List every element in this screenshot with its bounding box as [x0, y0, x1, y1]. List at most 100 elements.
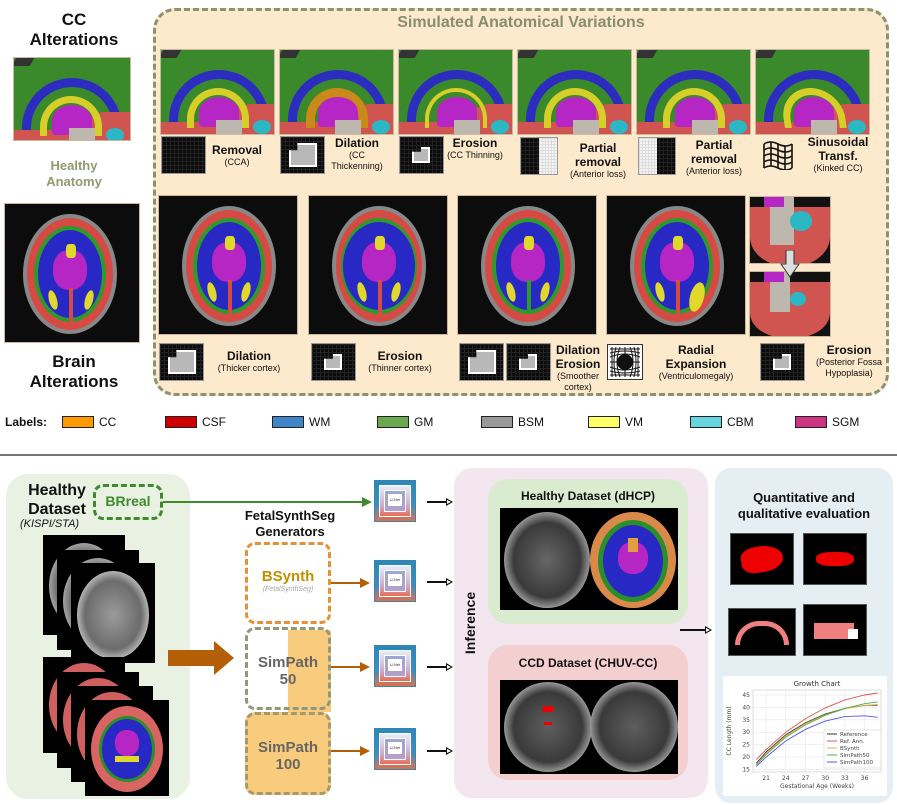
- op-subtitle: (CC Thinning): [447, 150, 503, 160]
- generators-title: FetalSynthSeg Generators: [240, 508, 340, 540]
- series-line-simpath50: [755, 701, 878, 766]
- op-title: Erosion: [826, 343, 872, 357]
- cortex-smoothing-image: [457, 195, 597, 335]
- op-subtitle: (CC Thickenning): [331, 150, 383, 171]
- op-subtitle: (Posterior Fossa Hypoplasia): [815, 357, 883, 378]
- legend-label: CBM: [727, 415, 754, 429]
- dilation-mask-icon: [280, 136, 325, 174]
- healthy-dataset-title: Healthy Dataset: [24, 481, 90, 519]
- output-arrow: [427, 581, 447, 583]
- legend-item-sgm: SGM: [795, 415, 859, 429]
- posterior-fossa-after-image: [749, 271, 831, 337]
- op-title: Removal: [211, 143, 263, 157]
- legend-item-bsm: BSM: [481, 415, 544, 429]
- cc-3d-render-2: [803, 533, 867, 585]
- output-arrow: [427, 666, 447, 668]
- erosion-mask-icon: [760, 343, 805, 381]
- cc-op-partial-removal-1: Partial removal(Anterior loss): [562, 141, 634, 180]
- legend-item-wm: WM: [272, 415, 330, 429]
- dhcp-title: Healthy Dataset (dHCP): [520, 489, 656, 503]
- op-title: Radial Expansion: [665, 343, 727, 371]
- legend-swatch: [588, 416, 620, 428]
- evaluation-arrow: [680, 629, 706, 631]
- simpath100-box[interactable]: [245, 712, 331, 795]
- unet-icon[interactable]: U-Net: [374, 480, 416, 522]
- legend-item-gm: GM: [377, 415, 433, 429]
- simpath50-box[interactable]: [245, 627, 331, 710]
- legend-swatch: [795, 416, 827, 428]
- op-title: Dilation: [335, 136, 379, 150]
- brain-title-line2: Alterations: [29, 372, 119, 391]
- x-tick-label: 21: [762, 775, 770, 782]
- simulated-variations-title: Simulated Anatomical Variations: [397, 14, 645, 31]
- y-tick-label: 25: [742, 742, 750, 749]
- legend-entry: Ref. Ann.: [840, 739, 865, 745]
- legend-label: CC: [99, 415, 117, 429]
- healthy-line2: Anatomy: [46, 174, 102, 189]
- unet-icon[interactable]: U-Net: [374, 560, 416, 602]
- arrow-head-icon: [360, 662, 370, 672]
- unet-label: U-Net: [388, 742, 402, 754]
- title-line1: Healthy: [28, 482, 86, 499]
- healthy-axial-image: [4, 203, 140, 343]
- evaluation-title: Quantitative and qualitative evaluation: [715, 490, 893, 522]
- title-line2: Generators: [255, 524, 325, 539]
- arrow-head-icon: [705, 626, 712, 634]
- legend-label: WM: [309, 415, 331, 429]
- dilation-mask-icon: [459, 343, 504, 381]
- unet-label: U-Net: [388, 494, 402, 506]
- bsynth-box[interactable]: [245, 542, 331, 624]
- op-subtitle: (Thicker cortex): [217, 363, 281, 373]
- legend-label: VM: [625, 415, 643, 429]
- cc-op-removal: Removal(CCA): [206, 143, 268, 168]
- erosion-mask-icon: [506, 343, 551, 381]
- op-subtitle: (Ventriculomegaly): [658, 371, 734, 381]
- erosion-mask-icon: [311, 343, 356, 381]
- simpath50-label: SimPath 50: [245, 654, 331, 688]
- brreal-box[interactable]: [93, 484, 163, 520]
- x-tick-label: 30: [821, 775, 829, 782]
- brain-op-erosion: Erosion(Thinner cortex): [355, 349, 445, 374]
- cc-sinusoidal-image: [755, 49, 870, 135]
- cc-partial-removal-image-1: [517, 49, 632, 135]
- brain-op-dilation-erosion: Dilation Erosion(Smoother cortex): [554, 343, 602, 393]
- healthy-sagittal-image: [13, 57, 131, 141]
- cc-segmentation-2: [803, 604, 867, 656]
- cc-op-partial-removal-2: Partial removal(Anterior loss): [678, 138, 750, 177]
- title-line2: Dataset: [28, 501, 86, 518]
- y-tick-label: 30: [742, 729, 750, 736]
- cc-partial-removal-image-2: [636, 49, 751, 135]
- op-subtitle: (Anterior loss): [685, 166, 742, 176]
- x-tick-label: 27: [802, 775, 810, 782]
- arrow-head-icon: [446, 747, 453, 755]
- gen-sub: 50: [279, 671, 297, 688]
- bsynth-arrow: [331, 582, 361, 584]
- sinusoidal-grid-icon: [762, 140, 794, 171]
- cc-erosion-image: [398, 49, 513, 135]
- series-line-simpath100: [755, 715, 878, 767]
- section-divider: [0, 454, 897, 456]
- legend-label: SGM: [832, 415, 860, 429]
- unet-icon[interactable]: U-Net: [374, 728, 416, 770]
- legend-item-cc: CC: [62, 415, 116, 429]
- legend-swatch: [165, 416, 197, 428]
- op-title: Sinusoidal Transf.: [807, 135, 869, 163]
- ccd-title: CCD Dataset (CHUV-CC): [518, 656, 658, 670]
- y-tick-label: 35: [742, 717, 750, 724]
- brain-alterations-title: Brain Alterations: [4, 352, 144, 392]
- label-slice-front: [85, 700, 169, 796]
- op-title: Partial removal: [690, 138, 738, 166]
- unet-icon[interactable]: U-Net: [374, 645, 416, 687]
- chart-title: Growth Chart: [794, 680, 841, 688]
- brain-title-line1: Brain: [52, 352, 96, 371]
- erosion-mask-icon: [399, 136, 444, 174]
- title-line2: qualitative evaluation: [737, 506, 871, 521]
- cc-title-line2: Alterations: [29, 30, 119, 49]
- down-arrow-icon: [780, 249, 800, 278]
- brreal-label: BRreal: [105, 493, 151, 509]
- gen-sub: 100: [275, 756, 301, 773]
- x-tick-label: 36: [861, 775, 869, 782]
- x-tick-label: 24: [782, 775, 790, 782]
- x-axis-label: Gestational Age (Weeks): [780, 783, 854, 790]
